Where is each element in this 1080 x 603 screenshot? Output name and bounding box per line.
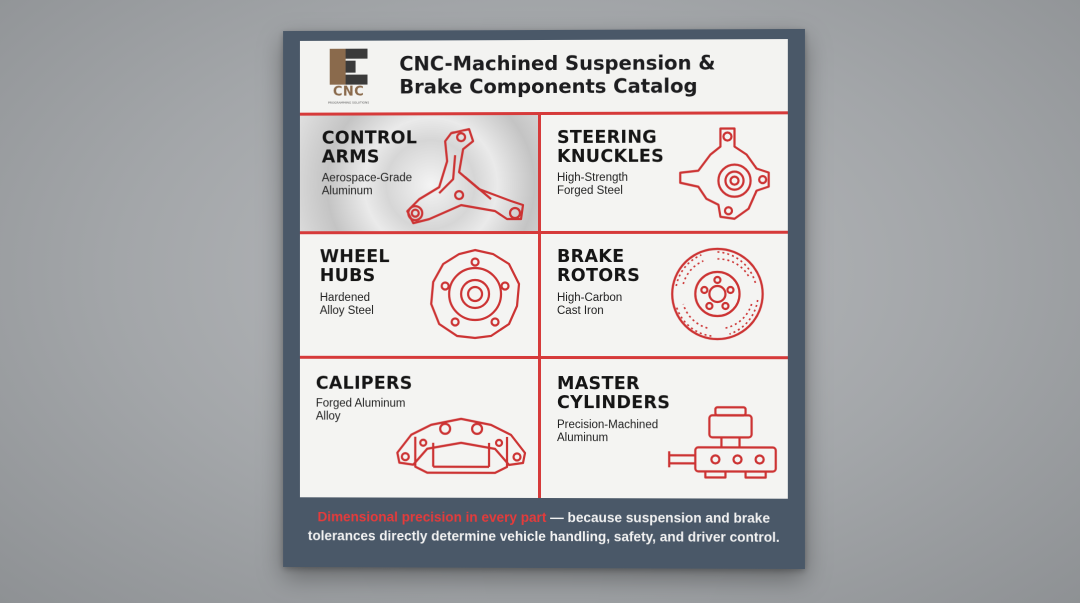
logo-text: CNC: [326, 85, 372, 100]
component-title-line: CALIPERS: [316, 375, 413, 394]
logo-subtext: PROGRAMMING SOLUTIONS: [326, 101, 372, 105]
component-card-wheel-hubs: WHEEL HUBS Hardened Alloy Steel: [300, 234, 538, 356]
component-title-line: STEERING: [557, 129, 664, 148]
component-title-line: MASTER: [557, 375, 670, 394]
component-title-line: HUBS: [320, 267, 390, 286]
page-title: CNC-Machined Suspension & Brake Componen…: [399, 51, 779, 98]
component-material: High-Carbon Cast Iron: [557, 292, 622, 318]
title-line-2: Brake Components Catalog: [399, 74, 779, 98]
component-title: STEERING KNUCKLES: [557, 129, 664, 167]
component-title: CALIPERS: [316, 375, 413, 394]
component-title-line: KNUCKLES: [557, 148, 664, 167]
component-title: BRAKE ROTORS: [557, 248, 640, 286]
component-material-line: Precision-Machined: [557, 419, 658, 432]
component-material: Hardened Alloy Steel: [320, 292, 374, 318]
component-title-line: BRAKE: [557, 248, 640, 267]
catalog-header: CNC PROGRAMMING SOLUTIONS CNC-Machined S…: [300, 39, 788, 113]
brake-rotor-icon: [667, 244, 768, 344]
catalog-poster: CNC PROGRAMMING SOLUTIONS CNC-Machined S…: [283, 29, 805, 569]
component-material: Precision-Machined Aluminum: [557, 419, 658, 445]
component-title: WHEEL HUBS: [320, 248, 390, 286]
component-card-brake-rotors: BRAKE ROTORS High-Carbon Cast Iron: [541, 234, 788, 356]
component-title-line: WHEEL: [320, 248, 390, 267]
component-card-control-arms: CONTROL ARMS Aerospace-Grade Aluminum: [300, 115, 538, 231]
components-grid: CONTROL ARMS Aerospace-Grade Aluminum ST…: [300, 111, 788, 498]
footer-text: — because suspension and brake: [546, 510, 770, 526]
footer-highlight: Dimensional precision in every part: [318, 509, 547, 525]
component-card-master-cylinders: MASTER CYLINDERS Precision-Machined Alum…: [541, 359, 788, 499]
caliper-icon: [391, 413, 531, 481]
steering-knuckle-icon: [676, 124, 782, 224]
footer-tagline: Dimensional precision in every part — be…: [300, 507, 788, 559]
component-material-line: High-Strength: [557, 172, 628, 185]
component-material-line: Alloy Steel: [320, 305, 374, 318]
cnc-logo: CNC PROGRAMMING SOLUTIONS: [326, 47, 372, 105]
component-title-line: ROTORS: [557, 267, 640, 286]
master-cylinder-icon: [665, 403, 780, 483]
wheel-hub-icon: [425, 244, 525, 344]
component-title: MASTER CYLINDERS: [557, 375, 670, 413]
component-card-calipers: CALIPERS Forged Aluminum Alloy: [300, 359, 538, 498]
component-material-line: Forged Aluminum: [316, 398, 406, 411]
component-title-line: CYLINDERS: [557, 394, 670, 413]
title-line-1: CNC-Machined Suspension &: [399, 51, 779, 75]
component-material: High-Strength Forged Steel: [557, 172, 628, 198]
component-material-line: Cast Iron: [557, 305, 622, 318]
control-arm-icon: [399, 127, 534, 227]
component-card-steering-knuckles: STEERING KNUCKLES High-Strength Forged S…: [541, 114, 788, 231]
component-material-line: Forged Steel: [557, 185, 628, 198]
footer-line-2: tolerances directly determine vehicle ha…: [300, 526, 788, 547]
footer-line-1: Dimensional precision in every part — be…: [300, 507, 788, 528]
component-material-line: Hardened: [320, 292, 374, 305]
logo-mark-icon: [326, 47, 372, 87]
component-material-line: Aluminum: [557, 432, 658, 445]
component-material-line: High-Carbon: [557, 292, 622, 305]
